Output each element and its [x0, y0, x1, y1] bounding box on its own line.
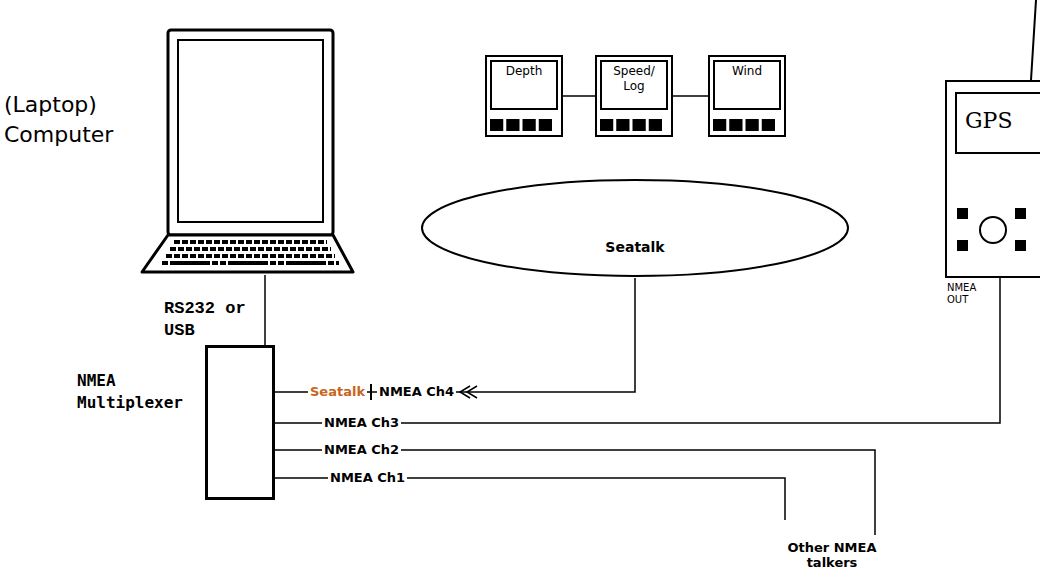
- device-label: (Laptop) Computer: [4, 90, 134, 150]
- bus-outline: [420, 178, 850, 278]
- keyboard-row: [166, 254, 335, 258]
- signal-wire: [264, 275, 266, 345]
- gps-key: [1015, 240, 1026, 251]
- bus-ellipse: [422, 180, 848, 276]
- instrument-button: [762, 119, 775, 131]
- signal-wire: [275, 278, 635, 392]
- instrument-display: Depth: [485, 55, 563, 137]
- instrument-button: [729, 119, 742, 131]
- keyboard-row: [162, 261, 339, 265]
- keyboard-row: [174, 240, 327, 244]
- instrument-display: Wind: [708, 55, 786, 137]
- port-caption: NMEA OUT: [947, 282, 991, 306]
- keyboard-row: [170, 247, 331, 251]
- ch2-wire: [275, 450, 875, 535]
- device-label: NMEA Multiplexer: [77, 370, 199, 414]
- instrument-button: [539, 119, 552, 131]
- gps-keypad: [953, 202, 1040, 262]
- device-label: GPS: [965, 108, 1012, 134]
- instrument-button: [713, 119, 726, 131]
- display-label: Wind: [716, 64, 778, 79]
- instrument-buttons: [600, 119, 662, 131]
- instrument-button: [649, 119, 662, 131]
- input-chevron: [460, 386, 477, 398]
- instrument-button: [633, 119, 646, 131]
- instrument-button: [746, 119, 759, 131]
- instrument-button: [523, 119, 536, 131]
- seatalk-bus: Seatalk: [420, 178, 850, 278]
- display-label: Depth: [493, 64, 555, 79]
- gps-key: [957, 240, 968, 251]
- gps-dial: [980, 217, 1006, 243]
- gps-key: [957, 208, 968, 219]
- signal-wire: [673, 95, 708, 97]
- instrument-button: [600, 119, 613, 131]
- laptop-base: [142, 235, 353, 272]
- gps-key: [1015, 208, 1026, 219]
- gps-unit: GPSNMEA OUT: [945, 80, 1040, 278]
- multiplexer-box: NMEA Multiplexer: [205, 345, 275, 500]
- instrument-buttons: [713, 119, 775, 131]
- instrument-button: [616, 119, 629, 131]
- link-label: RS232 or USB: [164, 298, 259, 342]
- signal-wire: [275, 278, 1000, 423]
- instrument-button: [490, 119, 503, 131]
- display-label: Speed/ Log: [603, 64, 665, 94]
- laptop-drawing: [140, 28, 355, 275]
- instrument-button: [506, 119, 519, 131]
- signal-wire: [563, 95, 595, 97]
- instrument-display: Speed/ Log: [595, 55, 673, 137]
- device-label: Seatalk: [420, 238, 850, 256]
- instrument-buttons: [490, 119, 552, 131]
- gps-antenna: [1031, 0, 1036, 80]
- port-separator: [370, 384, 372, 400]
- laptop-screen: [178, 40, 323, 222]
- laptop-computer: (Laptop) Computer: [140, 28, 355, 275]
- laptop-lid: [168, 30, 333, 235]
